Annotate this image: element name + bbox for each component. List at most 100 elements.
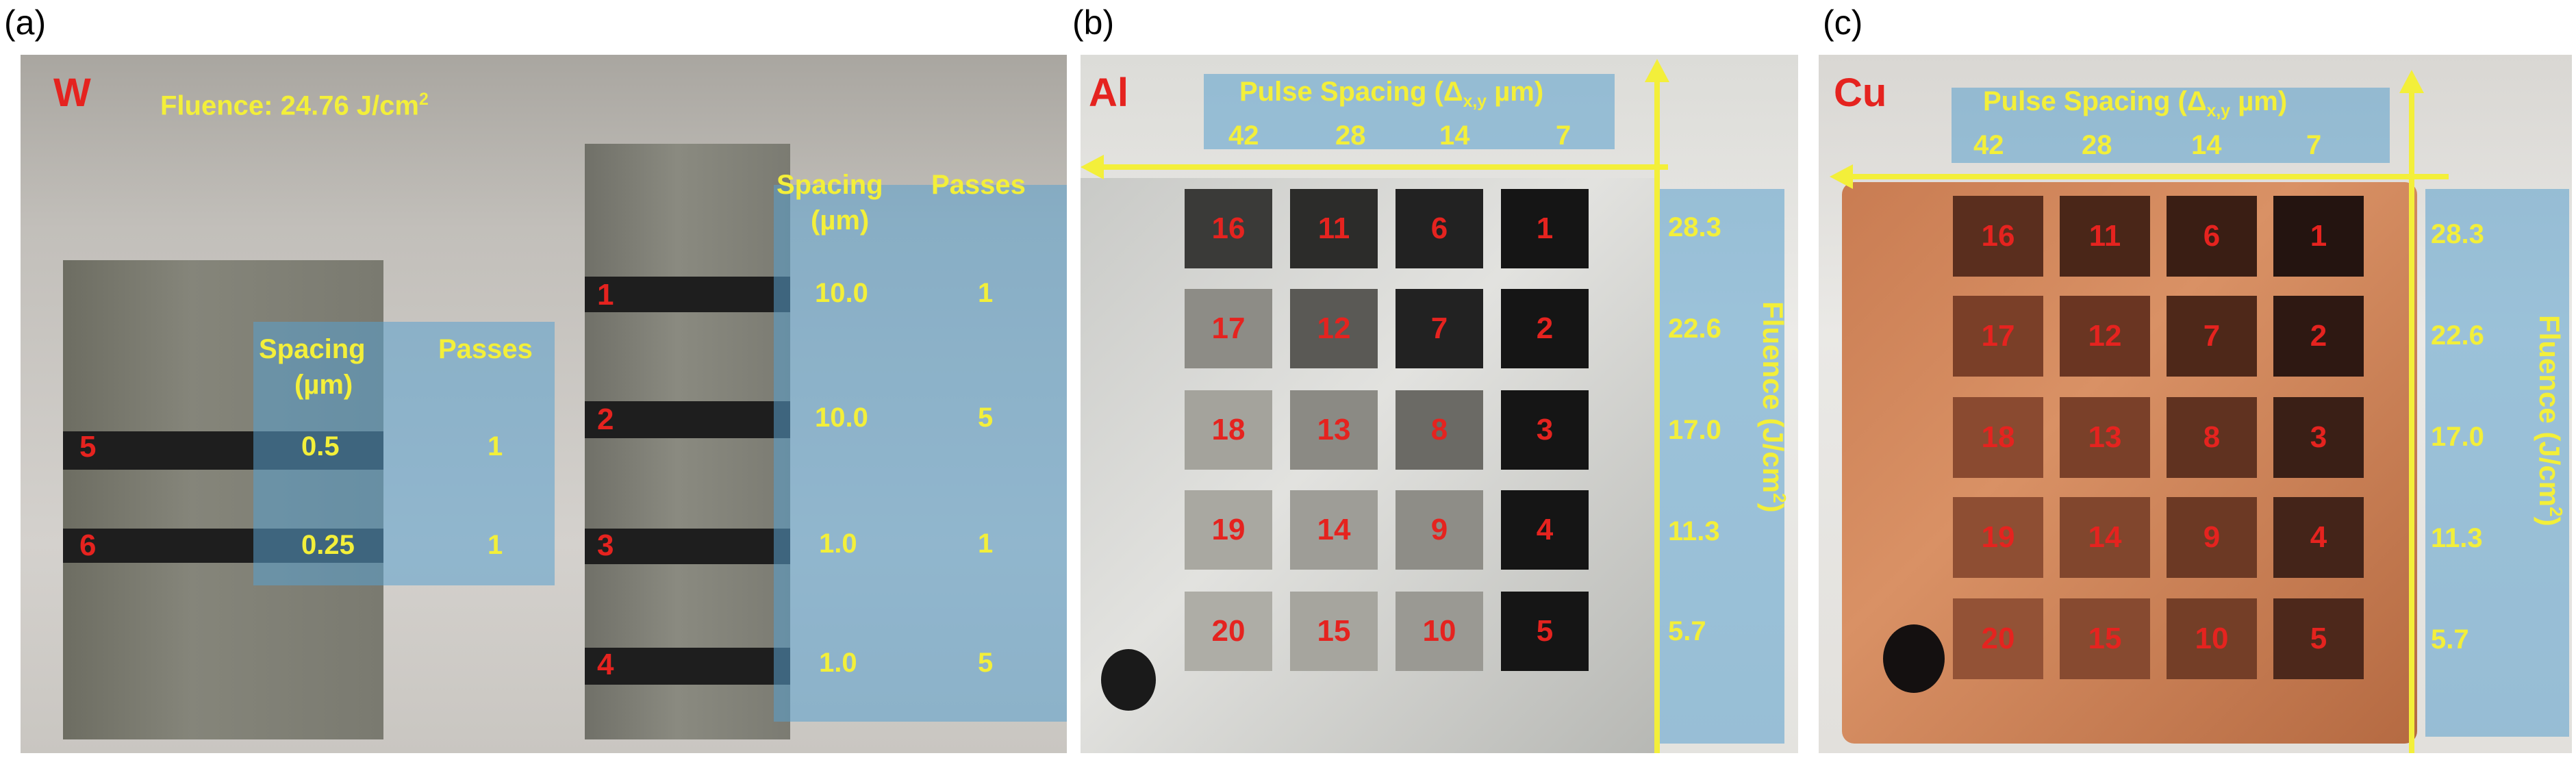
cu-cell-17: 17 — [1953, 296, 2043, 377]
row-id-5: 5 — [79, 430, 97, 464]
spacing-arrowhead-b — [1081, 155, 1104, 179]
cu-sample-dark-spot — [1883, 624, 1945, 693]
panel-letter-c: (c) — [1823, 3, 1863, 42]
fluence-label: Fluence: 24.76 J/cm2 — [160, 90, 429, 121]
axis-arrows-c — [1830, 70, 2449, 753]
w-sample-right — [585, 144, 790, 739]
cu-cell-7: 7 — [2167, 296, 2257, 377]
pulse-spacing-label-c: Pulse Spacing (Δx,y µm) — [1983, 86, 2288, 121]
row-id-1: 1 — [597, 278, 614, 312]
row-spacing-2: 10.0 — [815, 403, 868, 433]
spacing-overlay-c — [1952, 88, 2390, 163]
row-spacing-5: 0.5 — [301, 431, 340, 461]
row-passes-2: 5 — [978, 403, 994, 433]
al-cell-14: 14 — [1290, 490, 1378, 570]
cu-cell-11: 11 — [2060, 196, 2150, 277]
cu-cell-19: 19 — [1953, 497, 2043, 578]
al-cell-1: 1 — [1501, 189, 1589, 268]
al-cell-20: 20 — [1185, 592, 1272, 671]
panel-b-photo: Al Pulse Spacing (Δx,y µm) 42 28 14 7 16… — [1081, 55, 1798, 753]
ablation-stripe-2 — [585, 401, 790, 438]
cu-cell-16: 16 — [1953, 196, 2043, 277]
spacing-c-7: 7 — [2306, 130, 2322, 160]
cu-cell-1: 1 — [2273, 196, 2364, 277]
al-cell-10: 10 — [1396, 592, 1483, 671]
panel-letter-b: (b) — [1072, 3, 1115, 42]
cu-cell-20: 20 — [1953, 598, 2043, 679]
cu-cell-14: 14 — [2060, 497, 2150, 578]
fluence-b-28.3: 28.3 — [1668, 212, 1721, 242]
al-cell-4: 4 — [1501, 490, 1589, 570]
spacing-c-28: 28 — [2082, 130, 2112, 160]
al-cell-5: 5 — [1501, 592, 1589, 671]
row-id-4: 4 — [597, 648, 614, 681]
fluence-c-28.3: 28.3 — [2431, 219, 2484, 249]
ablation-stripe-4 — [585, 648, 790, 685]
spacing-b-28: 28 — [1335, 121, 1366, 151]
fluence-c-17.0: 17.0 — [2431, 422, 2484, 452]
fluence-overlay-c — [2425, 189, 2569, 737]
left-header-passes: Passes — [438, 334, 533, 364]
al-cell-11: 11 — [1290, 189, 1378, 268]
row-id-6: 6 — [79, 529, 97, 562]
row-passes-3: 1 — [978, 529, 994, 559]
spacing-b-42: 42 — [1228, 121, 1259, 151]
cu-cell-5: 5 — [2273, 598, 2364, 679]
element-label-al: Al — [1089, 71, 1128, 115]
row-id-3: 3 — [597, 529, 614, 562]
al-cell-3: 3 — [1501, 390, 1589, 470]
pulse-spacing-label-b: Pulse Spacing (Δx,y µm) — [1239, 77, 1544, 111]
al-cell-8: 8 — [1396, 390, 1483, 470]
fluence-arrowhead-c — [2399, 70, 2424, 93]
cu-cell-8: 8 — [2167, 397, 2257, 478]
spacing-arrowhead-c — [1830, 164, 1853, 189]
al-cell-18: 18 — [1185, 390, 1272, 470]
row-passes-1: 1 — [978, 278, 994, 308]
fluence-b-22.6: 22.6 — [1668, 314, 1721, 344]
al-cell-17: 17 — [1185, 289, 1272, 368]
fluence-c-11.3: 11.3 — [2431, 523, 2483, 553]
row-spacing-4: 1.0 — [819, 648, 857, 678]
panel-c-photo: Cu Pulse Spacing (Δx,y µm) 42 28 14 7 16… — [1819, 55, 2572, 753]
row-spacing-6: 0.25 — [301, 530, 355, 560]
al-cell-9: 9 — [1396, 490, 1483, 570]
table-overlay-left — [253, 322, 555, 585]
axis-arrows-b — [1081, 59, 1669, 753]
left-header-spacing: Spacing — [259, 334, 366, 364]
al-cell-15: 15 — [1290, 592, 1378, 671]
cu-cell-13: 13 — [2060, 397, 2150, 478]
row-spacing-1: 10.0 — [815, 278, 868, 308]
cu-cell-6: 6 — [2167, 196, 2257, 277]
cu-cell-2: 2 — [2273, 296, 2364, 377]
fluence-arrowhead-b — [1645, 59, 1669, 82]
al-sample-dark-spot — [1101, 649, 1156, 711]
cu-cell-18: 18 — [1953, 397, 2043, 478]
al-cell-19: 19 — [1185, 490, 1272, 570]
panel-letter-a: (a) — [4, 3, 47, 42]
al-cell-7: 7 — [1396, 289, 1483, 368]
right-header-spacing: Spacing — [776, 170, 883, 200]
al-cell-13: 13 — [1290, 390, 1378, 470]
table-overlay-right — [774, 185, 1067, 722]
cu-cell-12: 12 — [2060, 296, 2150, 377]
row-passes-4: 5 — [978, 648, 994, 678]
spacing-overlay-b — [1204, 74, 1615, 149]
fluence-c-22.6: 22.6 — [2431, 320, 2484, 351]
element-label-cu: Cu — [1834, 71, 1887, 115]
left-header-unit: (µm) — [294, 370, 353, 400]
spacing-b-14: 14 — [1439, 121, 1470, 151]
fluence-b-17.0: 17.0 — [1668, 415, 1721, 445]
right-header-unit: (µm) — [811, 205, 870, 236]
fluence-overlay-b — [1657, 189, 1784, 744]
row-passes-5: 1 — [488, 431, 503, 461]
cu-cell-15: 15 — [2060, 598, 2150, 679]
al-cell-2: 2 — [1501, 289, 1589, 368]
row-id-2: 2 — [597, 403, 614, 436]
panel-a-photo: W Fluence: 24.76 J/cm2 Spacing Passes (µ… — [21, 55, 1067, 753]
row-spacing-3: 1.0 — [819, 529, 857, 559]
spacing-c-42: 42 — [1973, 130, 2004, 160]
right-header-passes: Passes — [931, 170, 1026, 200]
fluence-c-5.7: 5.7 — [2431, 624, 2469, 655]
element-label-w: W — [53, 71, 91, 115]
ablation-stripe-3 — [585, 529, 790, 564]
